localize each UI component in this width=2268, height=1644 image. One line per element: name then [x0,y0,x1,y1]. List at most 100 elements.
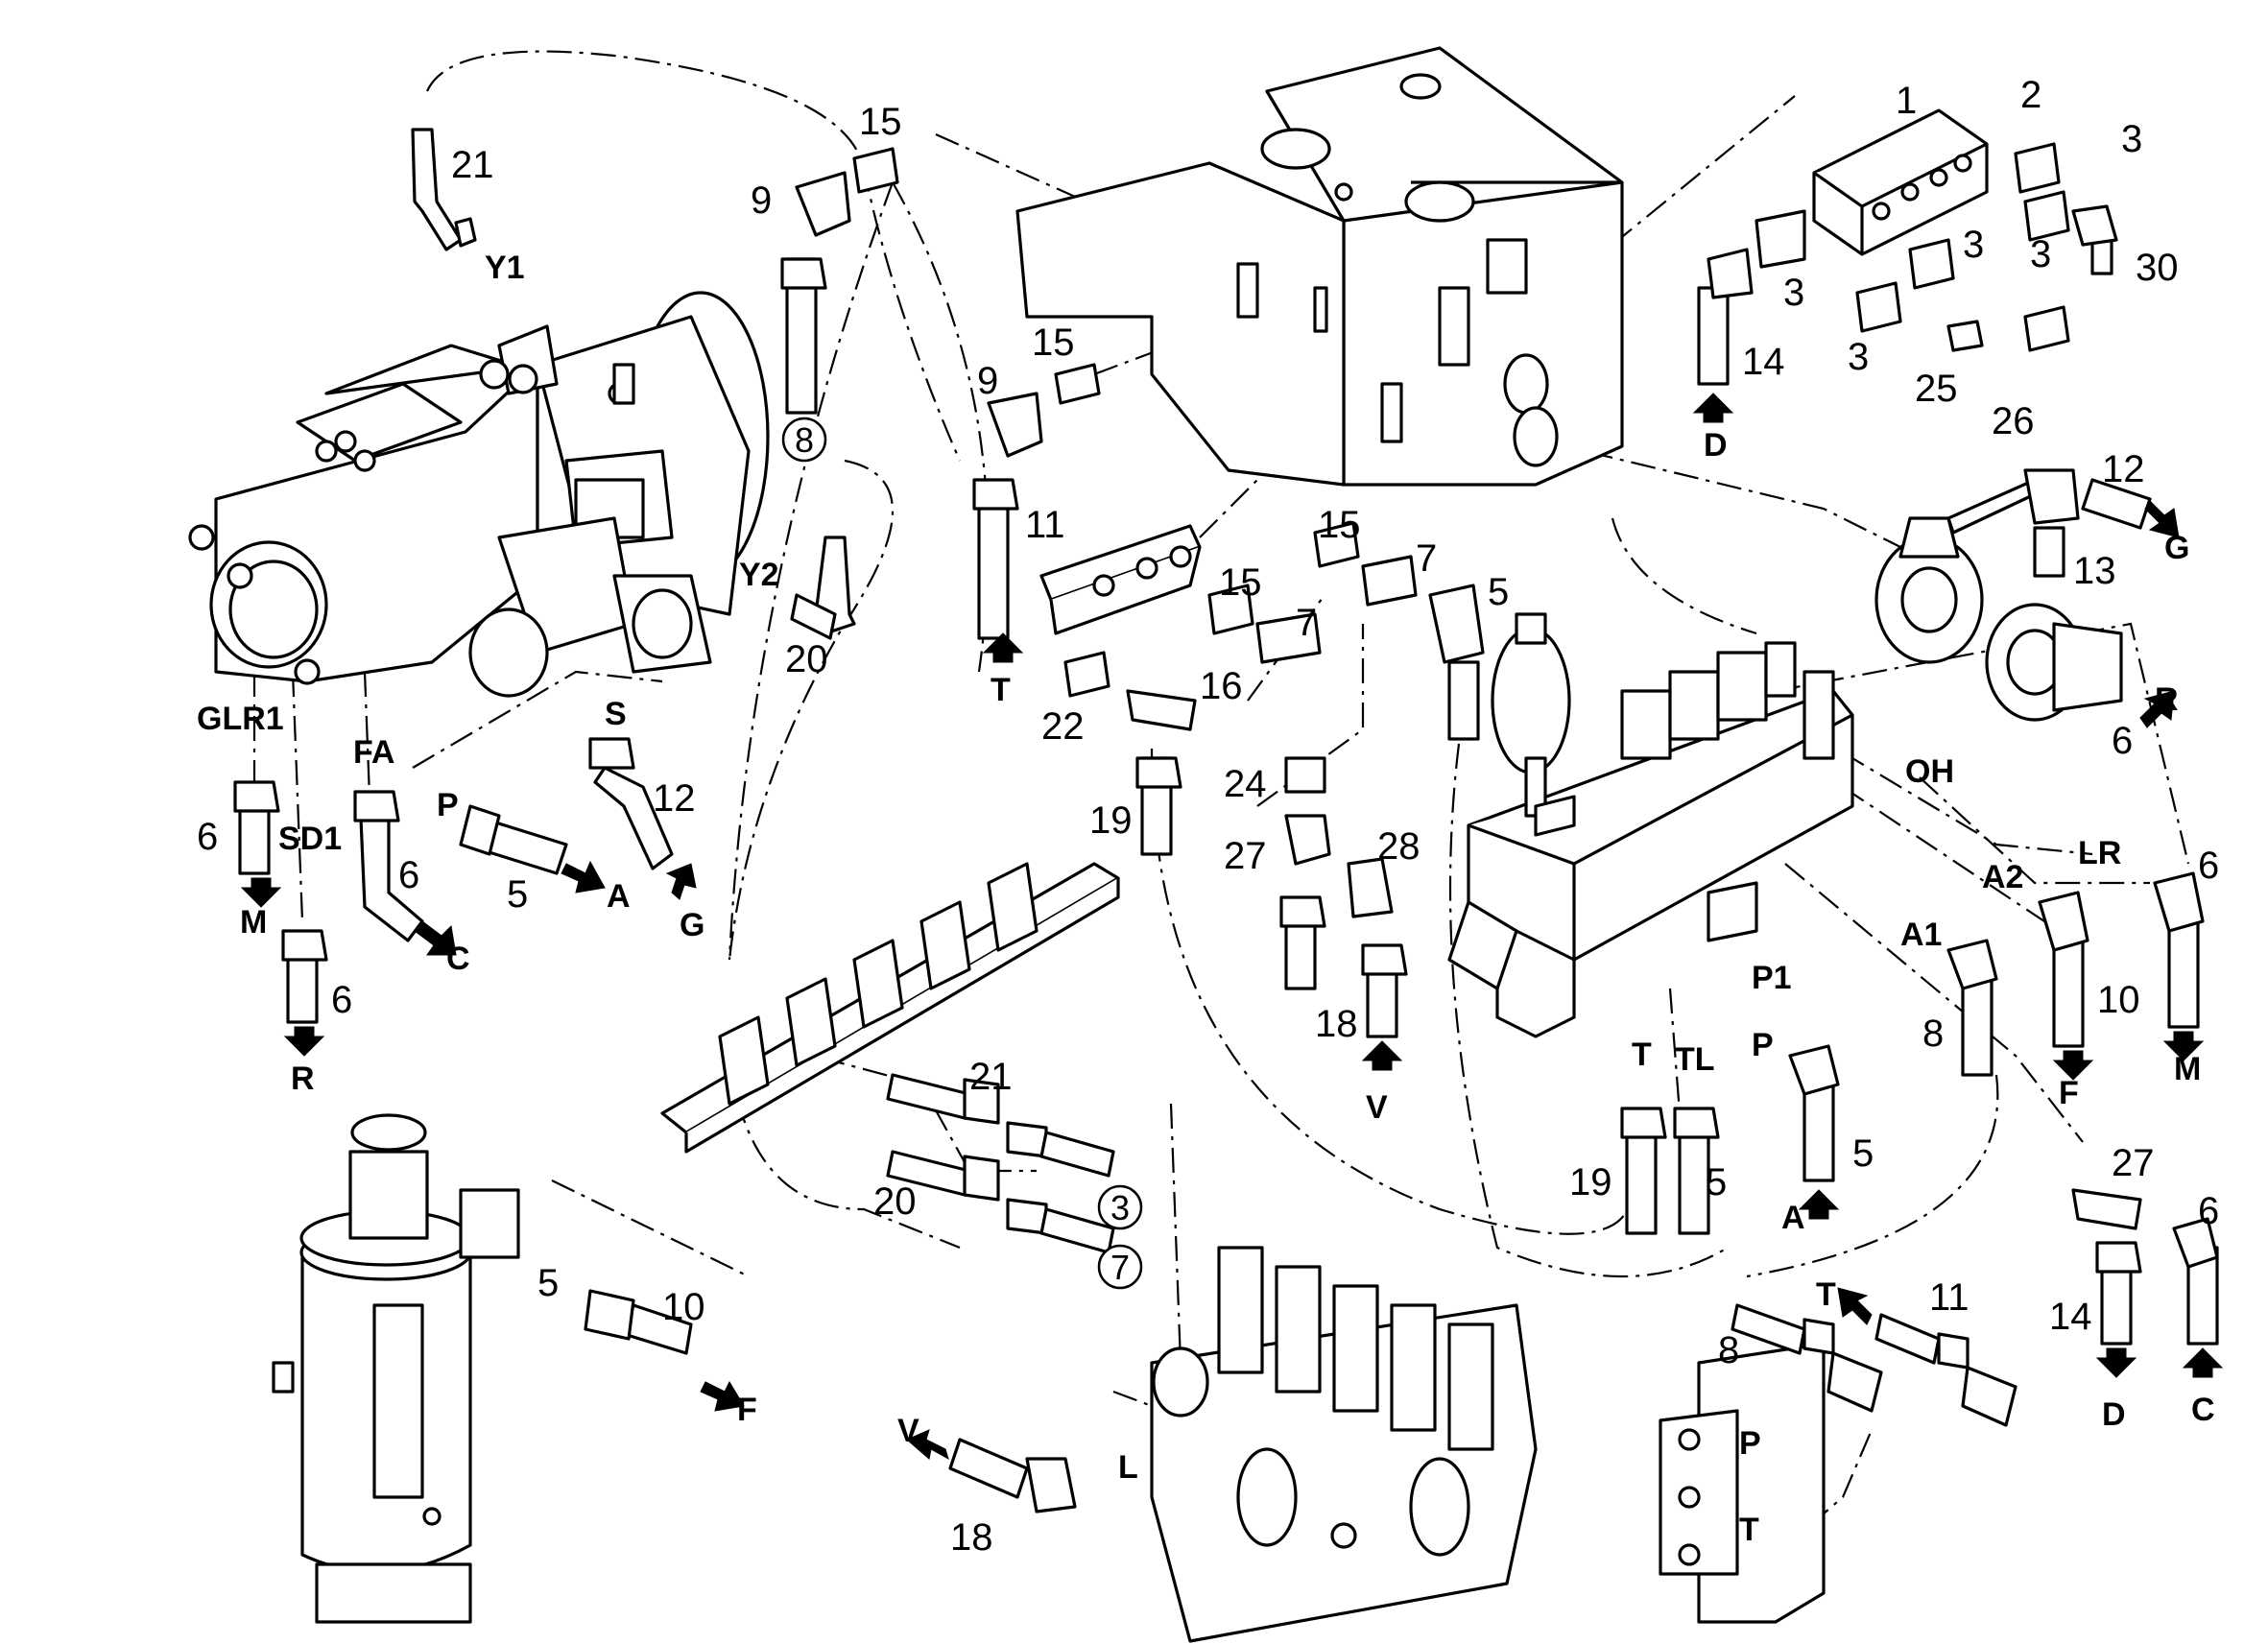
part-label-28: 28 [1377,825,1420,868]
ball-valve [1874,478,2123,722]
part-label-19: 19 [1569,1161,1612,1203]
port-label-L: L [1118,1449,1138,1486]
port-label-A: A [607,878,631,915]
port-label-P1: P1 [1752,960,1792,996]
port-label-LR: LR [2078,835,2121,871]
port-label-SD1: SD1 [278,821,342,857]
port-label-C: C [2191,1392,2215,1428]
port-label-A1: A1 [1900,917,1942,953]
part-label-27: 27 [2112,1142,2155,1184]
part-label-6: 6 [2198,1190,2219,1232]
part-label-8: 8 [1718,1329,1739,1371]
pressure-block [1659,1342,1826,1624]
part-label-3: 3 [2030,233,2051,275]
port-label-V: V [897,1413,919,1449]
part-label-19: 19 [1089,799,1133,842]
part-label-9: 9 [751,179,772,222]
port-label-A: A [1781,1200,1805,1236]
distribution-block [1812,108,1989,256]
port-label-FA: FA [353,734,394,771]
part-label-5: 5 [1488,571,1509,613]
hoses-and-fittings [233,128,2224,1513]
port-label-T: T [1816,1276,1836,1313]
part-label-15: 15 [1318,504,1361,546]
part-label-12: 12 [2102,448,2145,490]
part-label-24: 24 [1224,763,1267,805]
port-label-T: T [1632,1036,1652,1073]
part-label-1: 1 [1896,80,1917,122]
port-label-GLR1: GLR1 [197,701,284,737]
circle-ref-7 [1097,1244,1143,1290]
port-label-D: D [1704,427,1728,464]
port-label-G: G [2164,530,2189,566]
port-label-G: G [680,907,704,943]
part-label-14: 14 [2049,1296,2092,1338]
part-label-18: 18 [1315,1003,1358,1045]
part-label-25: 25 [1915,368,1958,410]
part-label-13: 13 [2073,550,2116,592]
part-label-20: 20 [785,638,828,680]
part-label-3: 3 [1783,272,1804,314]
part-label-15: 15 [859,101,902,143]
port-label-Y1: Y1 [485,250,525,286]
port-label-T: T [1739,1512,1759,1548]
part-label-15: 15 [1032,322,1075,364]
part-label-21: 21 [451,144,494,186]
part-label-7: 7 [1296,602,1317,644]
circle-references: 8 3 7 [781,417,1143,1290]
part-label-6: 6 [2198,845,2219,887]
port-label-OH: OH [1905,753,1954,790]
filter-housing [272,1113,520,1624]
circle-ref-7-text: 7 [1110,1248,1130,1287]
part-label-26: 26 [1992,400,2035,442]
part-label-3: 3 [1848,336,1869,378]
part-label-6: 6 [2112,720,2133,762]
part-label-9: 9 [977,360,998,402]
main-pump-assembly [188,291,770,698]
connection-lines [252,50,2190,1556]
part-label-6: 6 [398,854,419,896]
part-label-5: 5 [537,1262,559,1304]
part-label-18: 18 [950,1516,993,1559]
port-label-S: S [605,696,627,732]
port-label-TL: TL [1675,1041,1715,1078]
hose-clamp-bracket [660,862,1120,1154]
port-label-T: T [991,672,1011,708]
part-label-21: 21 [969,1056,1013,1098]
port-label-D: D [2102,1396,2126,1433]
circle-ref-8 [781,417,827,463]
part-label-5: 5 [507,873,528,916]
port-label-R: R [291,1060,315,1097]
part-label-27: 27 [1224,835,1267,877]
part-label-16: 16 [1200,665,1243,707]
part-number-labels: 1 2 3 3 3 3 3 30 14 25 26 12 13 15 15 15… [197,74,2219,1559]
part-label-8: 8 [1922,1013,1944,1055]
valve-manifold [1447,612,1854,1038]
port-labels: Y1 Y2 GLR1 FA SD1 S P M R C A G D T G R … [197,250,2215,1548]
part-label-3: 3 [1963,224,1984,266]
circle-ref-8-text: 8 [795,420,814,460]
part-label-10: 10 [662,1286,705,1328]
part-label-15: 15 [1219,561,1262,604]
part-label-5: 5 [1852,1132,1874,1175]
part-label-14: 14 [1742,341,1785,383]
part-label-11: 11 [1025,504,1065,546]
part-label-6: 6 [197,816,218,858]
part-label-22: 22 [1041,705,1085,748]
port-label-Y2: Y2 [739,557,779,593]
port-label-P: P [1752,1027,1774,1063]
port-label-F: F [2059,1075,2079,1111]
part-label-30: 30 [2136,247,2179,289]
mounting-plate [1039,524,1202,635]
part-label-12: 12 [653,777,696,820]
part-label-11: 11 [1929,1276,1970,1319]
part-label-20: 20 [873,1180,917,1223]
circle-ref-3-text: 3 [1110,1188,1130,1227]
port-label-M: M [240,904,267,941]
port-label-A2: A2 [1982,859,2023,895]
port-label-C: C [446,941,470,977]
control-valve-bank [1150,1246,1538,1643]
part-label-7: 7 [1416,537,1437,580]
part-label-10: 10 [2097,979,2140,1021]
